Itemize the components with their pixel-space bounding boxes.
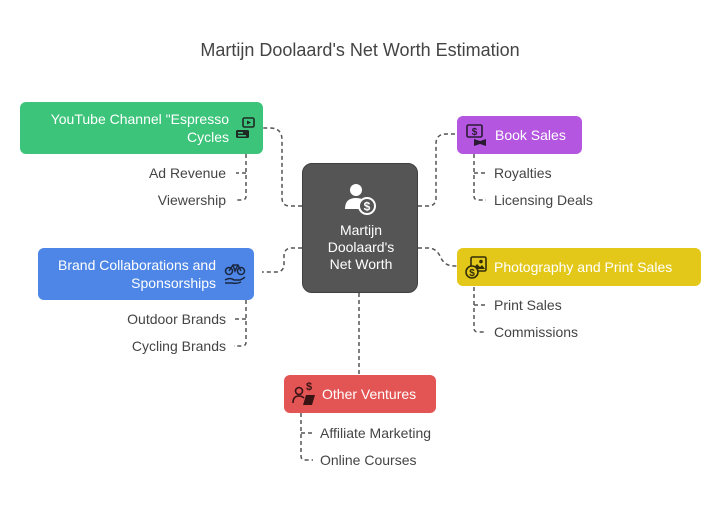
connector-brand bbox=[262, 247, 302, 273]
list-item: Affiliate Marketing bbox=[320, 425, 432, 441]
other-label: Other Ventures bbox=[322, 386, 417, 402]
book-label: Book Sales bbox=[495, 127, 566, 143]
connector-other-items bbox=[300, 413, 313, 461]
branch-book: $ Book Sales bbox=[457, 116, 582, 154]
person-laptop-dollar-icon: $ bbox=[292, 381, 315, 405]
branch-other: $ Other Ventures bbox=[284, 375, 436, 413]
brand-label-line1: Brand Collaborations and bbox=[58, 257, 216, 273]
svg-text:$: $ bbox=[469, 268, 475, 279]
svg-text:$: $ bbox=[472, 127, 478, 138]
list-item: Print Sales bbox=[494, 297, 562, 313]
list-item: Ad Revenue bbox=[148, 165, 226, 181]
youtube-label-line2: Cycles bbox=[186, 129, 229, 145]
book-dollar-icon: $ bbox=[466, 124, 486, 146]
photo-label: Photography and Print Sales bbox=[494, 259, 673, 275]
connector-brand-items bbox=[234, 300, 247, 347]
photo-dollar-icon: $ bbox=[465, 256, 487, 279]
youtube-label-line1: YouTube Channel "Espresso bbox=[50, 111, 229, 127]
svg-text:$: $ bbox=[306, 381, 312, 393]
connector-book-items bbox=[473, 154, 486, 201]
list-item: Commissions bbox=[494, 324, 579, 340]
connector-youtube bbox=[263, 127, 302, 207]
connector-photo bbox=[418, 247, 458, 267]
center-node: $ Martijn Doolaard's Net Worth bbox=[302, 163, 418, 293]
connector-book bbox=[418, 133, 457, 207]
connector-photo-items bbox=[473, 287, 486, 333]
branch-brand: Brand Collaborations and Sponsorships bbox=[38, 248, 254, 300]
list-item: Licensing Deals bbox=[494, 192, 593, 208]
video-player-icon bbox=[236, 117, 255, 138]
bicycle-hand-icon bbox=[224, 264, 246, 285]
branch-photo: $ Photography and Print Sales bbox=[457, 248, 701, 286]
list-item: Cycling Brands bbox=[131, 338, 226, 354]
person-dollar-icon: $ bbox=[345, 184, 376, 215]
list-item: Outdoor Brands bbox=[127, 311, 226, 327]
diagram-title: Martijn Doolaard's Net Worth Estimation bbox=[200, 40, 520, 60]
list-item: Online Courses bbox=[320, 452, 417, 468]
connector-youtube-items bbox=[236, 154, 247, 201]
center-label: Martijn Doolaard's Net Worth bbox=[327, 222, 395, 272]
brand-label-line2: Sponsorships bbox=[131, 275, 216, 291]
svg-text:$: $ bbox=[364, 200, 371, 214]
branch-youtube: YouTube Channel "Espresso Cycles bbox=[20, 102, 263, 154]
list-item: Viewership bbox=[157, 192, 226, 208]
list-item: Royalties bbox=[494, 165, 552, 181]
